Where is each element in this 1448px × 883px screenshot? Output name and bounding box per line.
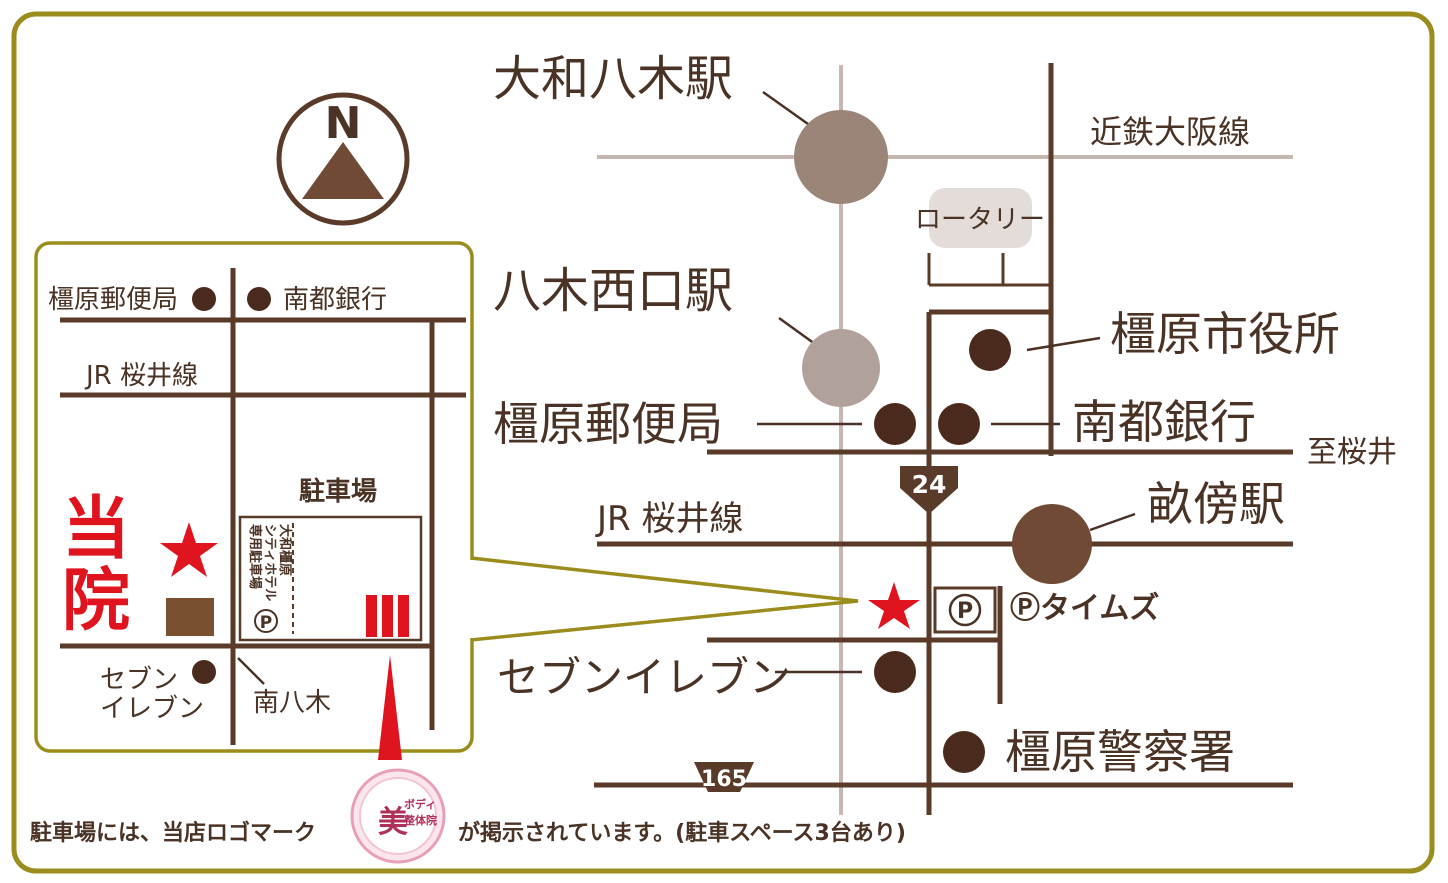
- route-165-label: 165: [701, 767, 747, 792]
- inset-seven-eleven-marker: [192, 660, 216, 684]
- yagi-nishiguchi-station-marker: [802, 329, 880, 407]
- inset-jr-line-label: JR 桜井線: [84, 361, 198, 391]
- svg-text:大和橿原: 大和橿原: [277, 524, 293, 576]
- inset-roads: [60, 268, 466, 745]
- jr-sakurai-line-label: JR 桜井線: [595, 499, 743, 539]
- svg-text:美: 美: [378, 805, 408, 840]
- parking-title-label: 駐車場: [299, 477, 377, 507]
- star-icon: [868, 582, 920, 629]
- route-24-label: 24: [912, 470, 947, 499]
- footer-text-before: 駐車場には、当店ロゴマーク: [30, 820, 316, 846]
- inset-leader-line: [237, 657, 265, 685]
- seven-eleven-marker: [874, 651, 916, 693]
- inset-star-icon: [160, 522, 218, 577]
- parking-symbol-label: P: [957, 599, 973, 624]
- minami-yagi-label: 南八木: [253, 688, 331, 718]
- svg-text:専用駐車場: 専用駐車場: [247, 524, 263, 589]
- police-station-marker: [943, 731, 985, 773]
- shop-building: [166, 598, 214, 636]
- hotel-parking-text: 大和橿原 シティホテル 専用駐車場: [247, 524, 293, 601]
- unebi-station-label: 畝傍駅: [1147, 477, 1285, 531]
- svg-text:整体院: 整体院: [403, 813, 437, 827]
- svg-text:シティホテル: シティホテル: [262, 524, 277, 601]
- road-lines: [594, 63, 1293, 815]
- inset-post-office-label: 橿原郵便局: [48, 285, 178, 315]
- inset-nanto-bank-marker: [247, 287, 271, 311]
- to-sakurai-label: 至桜井: [1307, 435, 1397, 470]
- leader-lines: [757, 90, 1136, 674]
- inset-seven-label-line1: セブン: [100, 665, 178, 695]
- shop-label-line2: 院: [62, 562, 130, 641]
- shop-label-line1: 当: [62, 490, 130, 569]
- city-hall-marker: [969, 329, 1011, 371]
- nanto-bank-marker: [938, 403, 980, 445]
- svg-text:ボディ: ボディ: [404, 797, 436, 811]
- inset-nanto-bank-label: 南都銀行: [283, 285, 387, 315]
- seven-eleven-label: セブンイレブン: [497, 653, 791, 702]
- poi-markers: [874, 329, 1011, 773]
- rotary-bubble: [929, 188, 1032, 248]
- north-arrow-icon: N: [276, 92, 410, 226]
- post-office-marker: [874, 403, 916, 445]
- north-label: N: [325, 98, 362, 149]
- inset-post-office-marker: [192, 287, 216, 311]
- route-165-shield: [694, 762, 754, 792]
- post-office-label: 橿原郵便局: [493, 397, 723, 451]
- logo-pointer: [378, 655, 402, 760]
- yagi-nishiguchi-station-label: 八木西口駅: [493, 263, 733, 319]
- footer-text-after: が掲示されています。(駐車スペース3台あり): [458, 820, 906, 846]
- times-parking-label: Ⓟタイムズ: [1010, 591, 1159, 626]
- parking-icon: P: [933, 586, 997, 634]
- nanto-bank-label: 南都銀行: [1072, 395, 1256, 449]
- police-station-label: 橿原警察署: [1005, 725, 1235, 779]
- yamato-yagi-station-marker: [794, 110, 888, 204]
- kintetsu-osaka-line-label: 近鉄大阪線: [1090, 113, 1250, 151]
- svg-text:P: P: [260, 613, 272, 633]
- rotary-label: ロータリー: [915, 205, 1045, 235]
- inset-parking-icon: P: [254, 609, 278, 633]
- inset-seven-label-line2: イレブン: [100, 694, 204, 724]
- reserved-spaces: [366, 595, 409, 637]
- clinic-logo-icon: 美 ボディ 整体院: [350, 768, 446, 864]
- yamato-yagi-station-label: 大和八木駅: [493, 51, 733, 107]
- route-24-shield: [900, 466, 958, 514]
- city-hall-label: 橿原市役所: [1110, 307, 1340, 361]
- unebi-station-marker: [1012, 504, 1092, 584]
- rotary-area: [927, 253, 1051, 287]
